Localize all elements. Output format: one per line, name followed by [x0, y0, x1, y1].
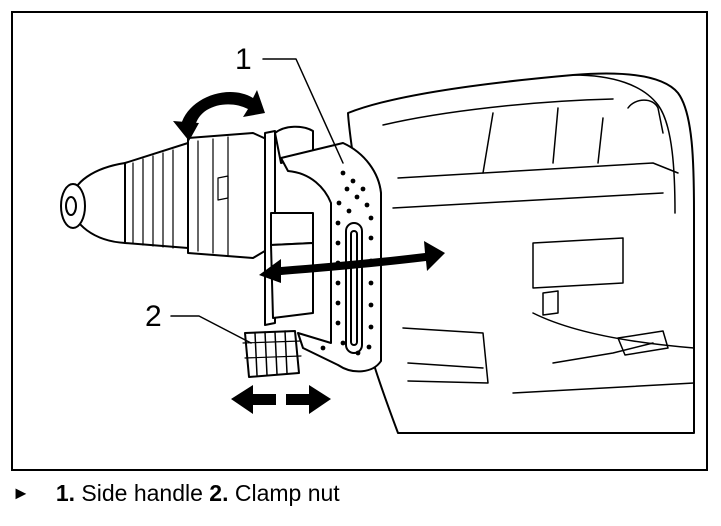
chuck	[60, 132, 276, 259]
caption-item-1-number: 1.	[55, 479, 76, 506]
clamp-nut	[242, 330, 302, 378]
rotate-arrow-icon	[173, 90, 265, 141]
callout-1-number: 1	[235, 43, 252, 76]
loosen-arrow-icon	[231, 385, 276, 414]
illustration-frame: 1 2	[11, 11, 708, 471]
tighten-arrow-icon	[286, 385, 331, 414]
caption-marker-icon: ►	[12, 482, 30, 503]
swing-arrow-icon	[259, 241, 445, 283]
caption-item-2-label: Clamp nut	[234, 479, 340, 506]
callout-2-number: 2	[145, 300, 162, 333]
callout-2-leader	[170, 315, 252, 344]
side-handle	[280, 142, 382, 373]
caption-item-1-label: Side handle	[81, 479, 203, 506]
figure-caption: ► 1. Side handle 2. Clamp nut	[12, 478, 340, 508]
rotary-hammer-illustration: 1 2	[60, 43, 695, 434]
caption-item-2-number: 2.	[209, 479, 229, 506]
tool-body	[347, 72, 695, 434]
callout-1-leader	[262, 58, 344, 164]
